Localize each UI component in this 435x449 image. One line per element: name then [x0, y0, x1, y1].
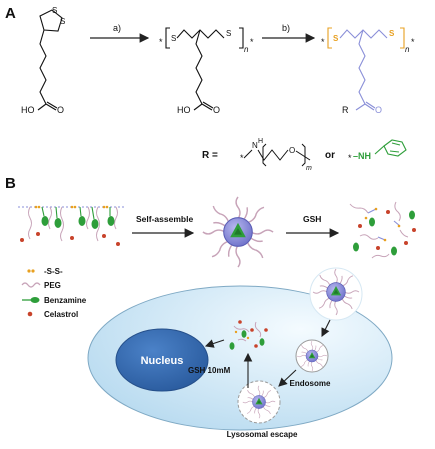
legend-label-benzamine: Benzamine — [44, 296, 87, 305]
polymer2-end-star-right: * — [411, 37, 415, 47]
self-assemble-label: Self-assemble — [136, 214, 193, 224]
nucleus — [115, 328, 209, 392]
to-nucleus-arrow — [204, 339, 225, 348]
legend-label-celastrol: Celastrol — [44, 310, 78, 319]
legend: -S-S- PEG Benzamine Celastrol — [21, 267, 87, 319]
lysosomal-escape-label: Lysosomal escape — [227, 430, 298, 439]
to-lysosome-arrow — [278, 369, 297, 387]
polymer-hydroxyl-label: HO — [177, 105, 191, 115]
benzamine-icon — [22, 297, 40, 303]
gsh-label: GSH — [303, 214, 321, 224]
endosome-label: Endosome — [290, 379, 331, 388]
peg-chain-structure — [243, 143, 311, 167]
acid-oxygen-label: O — [57, 105, 64, 115]
legend-label-disulfide: -S-S- — [44, 267, 63, 276]
cell-body — [87, 285, 393, 431]
sulfur-atom-2: S — [60, 17, 65, 26]
entering-micelle — [312, 268, 360, 316]
peg-attach-star: * — [240, 153, 244, 163]
polymer-oxygen-label: O — [213, 105, 220, 115]
assembled-micelle — [202, 196, 274, 268]
polymer-sulfur-right: S — [226, 29, 231, 38]
polymer2-end-star-left: * — [321, 37, 325, 47]
gsh-concentration-label: GSH 10mM — [188, 366, 231, 375]
benzyl-attach-star: * — [348, 153, 352, 163]
polymer2-subscript-n: n — [405, 45, 410, 54]
endosome-micelle — [296, 340, 328, 372]
polymer-end-star-left: * — [159, 37, 163, 47]
polymer2-sulfur-left: S — [333, 34, 339, 43]
step-label-a: a) — [113, 23, 121, 33]
polymer-sulfur-left: S — [171, 34, 176, 43]
panel-label-a: A — [5, 5, 16, 22]
sulfur-atom-1: S — [52, 6, 57, 15]
panel-label-b: B — [5, 175, 16, 192]
peg-oxygen: O — [289, 146, 295, 155]
or-label: or — [325, 150, 335, 161]
peg-chain-icon — [21, 282, 41, 288]
released-fragments — [349, 201, 416, 259]
benzylamine-nh: –NH — [353, 151, 371, 161]
celastrol-dot-icon — [27, 311, 33, 317]
polymer-strand-assembly — [18, 205, 126, 246]
peg-subscript-m: m — [306, 165, 312, 172]
lipoic-acid-structure — [37, 9, 63, 111]
r-group-label: R — [342, 105, 349, 115]
cytoplasm-release — [229, 320, 268, 350]
polymer2-oxygen-label: O — [375, 105, 382, 115]
polydisulfide-structure — [165, 27, 244, 111]
disulfide-icon — [27, 269, 35, 273]
polymer2-sulfur-right: S — [389, 29, 395, 38]
nucleus-label: Nucleus — [141, 355, 184, 367]
r-definition-label: R = — [202, 150, 218, 161]
functionalized-polymer-structure — [327, 27, 405, 111]
acid-hydroxyl-label: HO — [21, 105, 35, 115]
polymer-end-star-right: * — [250, 37, 254, 47]
step-label-b: b) — [282, 23, 290, 33]
polymer-subscript-n: n — [244, 45, 249, 54]
uptake-arrow — [321, 319, 331, 337]
peg-hydrogen: H — [258, 138, 263, 145]
lysosome-micelle — [242, 385, 276, 419]
benzyl-ring-structure — [374, 139, 407, 157]
peg-nitrogen: N — [252, 141, 258, 150]
legend-label-peg: PEG — [44, 281, 61, 290]
